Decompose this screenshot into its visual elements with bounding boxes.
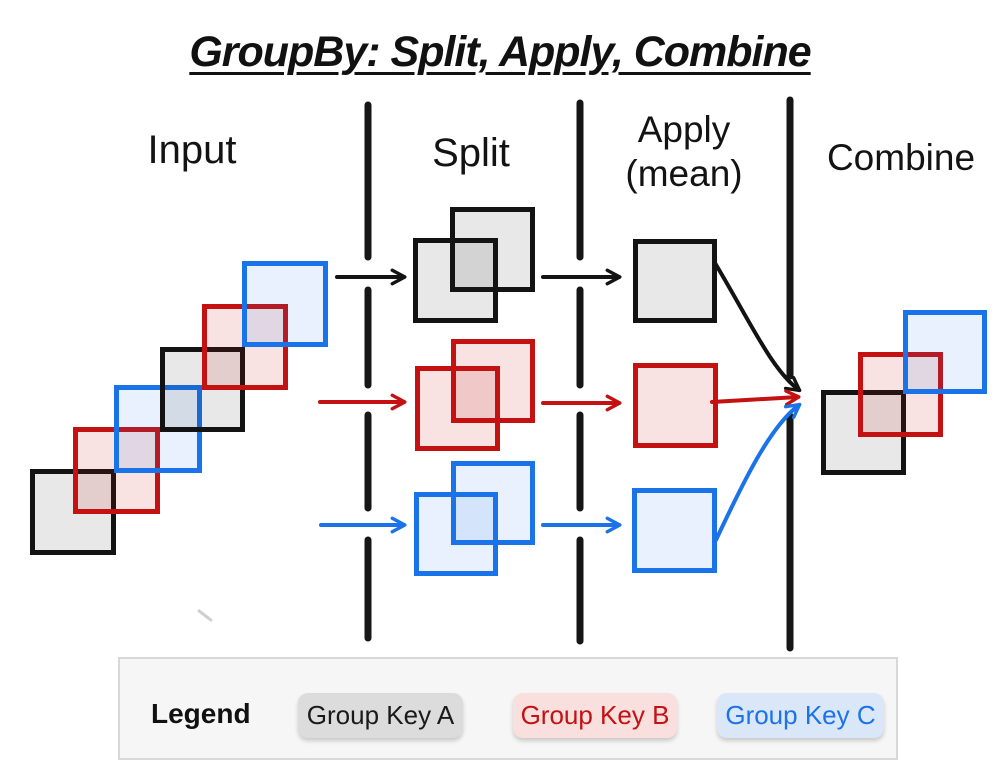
split-square-group-a (413, 238, 498, 323)
legend-title: Legend (151, 698, 251, 729)
input-square-group-c (242, 261, 328, 347)
column-header-combine: Combine (826, 137, 976, 178)
combine-square-group-c (903, 310, 987, 394)
arrow-apply-to-combine-a (713, 261, 802, 393)
arrow-apply-to-combine-c (714, 402, 802, 542)
legend-pill-group-key-c: Group Key C (717, 693, 884, 738)
split-square-group-b (415, 366, 500, 451)
arrow-apply-to-combine-b (710, 389, 801, 407)
column-header-split: Split (432, 131, 510, 175)
split-square-group-a (450, 207, 535, 292)
split-square-group-c (414, 492, 498, 576)
split-square-group-b (451, 339, 535, 423)
column-header-input: Input (147, 128, 237, 172)
combine-square-group-b (858, 352, 943, 437)
legend-pill-group-key-a: Group Key A (298, 693, 463, 738)
apply-square-group-a (633, 239, 717, 323)
page-title: GroupBy: Split, Apply, Combine (189, 28, 811, 76)
apply-square-group-b (633, 363, 718, 448)
stray-pen-mark (196, 608, 214, 623)
legend-pill-group-key-b: Group Key B (513, 693, 677, 738)
column-header-apply: Apply (mean) (625, 109, 743, 195)
apply-square-group-c (632, 488, 717, 573)
